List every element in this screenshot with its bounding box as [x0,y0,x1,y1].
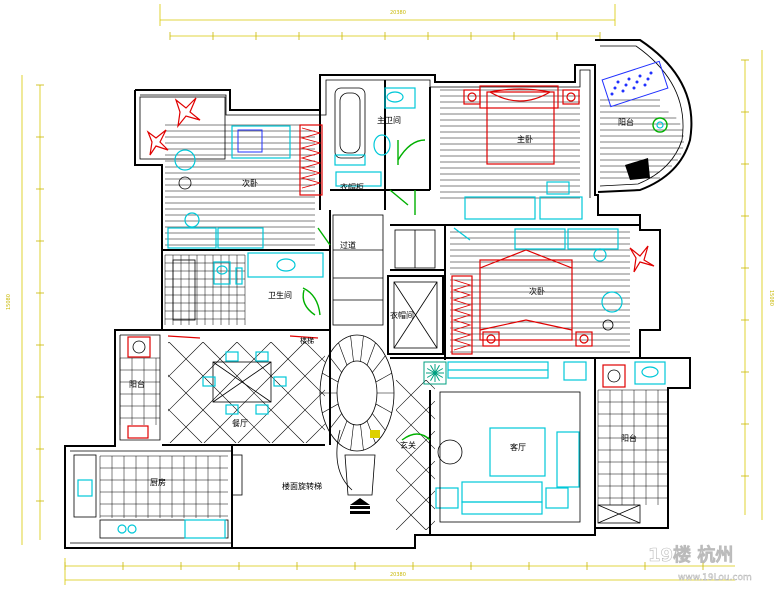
tile-balcony-se [597,389,668,505]
label-landing-mark: 楼梯 [300,336,314,345]
label-living-room: 客厅 [510,442,526,452]
svg-text:15080: 15080 [768,290,774,306]
floor-secondary-bedroom-nw [165,124,315,246]
svg-text:15080: 15080 [6,294,12,310]
label-walk-in-closet: 衣帽柜 [340,182,364,192]
svg-text:20380: 20380 [390,572,406,578]
label-staircase-note: 楼面旋转梯 [282,481,322,491]
hallway-closet [302,189,436,326]
watermark: 19楼 杭州 www.19Lou.com [648,544,752,584]
label-balcony-ne: 阳台 [618,117,634,127]
balcony-west [127,336,151,439]
tile-balcony-west [119,357,160,425]
watermark-url: www.19Lou.com [678,573,752,583]
bathroom-north-fixtures [334,87,426,187]
secondary-bedroom-nw-furniture [139,96,323,249]
label-balcony-se: 阳台 [621,433,637,443]
label-balcony-west: 阳台 [129,379,145,389]
living-room-furniture [401,361,587,523]
tile-living [396,380,435,530]
floor-master-bedroom [440,89,580,199]
bathroom-west-fixtures [172,252,324,321]
watermark-logo: 19楼 杭州 [648,544,733,566]
label-master-bedroom: 主卧 [517,134,533,144]
label-bathroom-north: 主卫间 [377,115,401,125]
balcony-ne [595,39,693,193]
outer-walls [64,64,691,549]
tile-bathroom-west [164,254,246,325]
dimension-lines: 15080 20380 20380 15080 [6,4,774,585]
balcony-se [597,361,666,524]
kitchen-fixtures [73,454,243,539]
label-secondary-bedroom-center: 次卧 [529,286,545,296]
label-bathroom-west: 卫生间 [268,290,292,300]
label-entry-foyer: 玄关 [400,440,416,450]
label-hallway: 过道 [340,240,356,250]
master-bedroom-furniture [414,85,583,220]
cloakroom [387,275,444,355]
room-labels: 次卧 主卫间 主卧 阳台 衣帽柜 过道 次卧 卫生间 衣帽间 阳台 餐厅 玄关 … [129,115,637,491]
tile-kitchen [99,455,228,518]
label-kitchen: 厨房 [150,477,166,487]
label-cloakroom: 衣帽间 [390,310,414,320]
label-secondary-bedroom-nw: 次卧 [242,178,258,188]
dining-furniture [167,335,319,415]
secondary-bedroom-center-furniture [451,227,655,355]
spiral-staircase [319,334,395,514]
svg-text:20380: 20380 [390,10,406,16]
label-dining-room: 餐厅 [232,419,248,428]
tile-dining [168,342,325,443]
